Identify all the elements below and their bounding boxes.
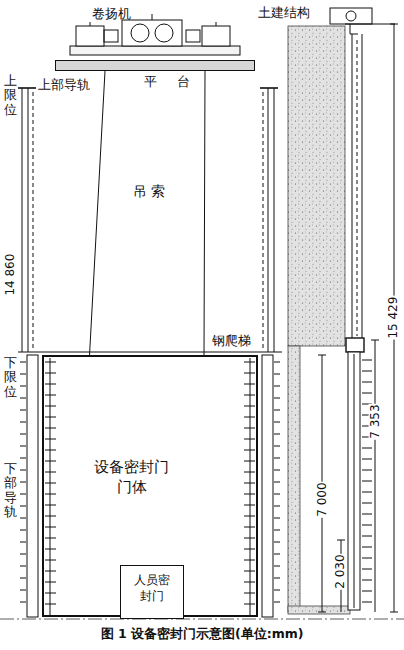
platform: 平 台 (55, 60, 255, 71)
figure-caption: 图 1 设备密封门示意图(单位:mm) (0, 626, 404, 643)
dimension: 14 860 (4, 253, 17, 297)
steel-ladder (45, 358, 255, 615)
dimension: 7 000 (315, 482, 328, 518)
hoist-cable (90, 71, 105, 355)
civil-structure (288, 26, 350, 614)
node-label: 人员密封门 (133, 572, 171, 604)
part-name: 上部导轨 (38, 76, 90, 94)
part-name: 土建结构 (258, 4, 310, 22)
node-label: 设备密封门门体 (92, 457, 172, 498)
part-name: 下部导轨 (4, 462, 17, 519)
node-label: 平 台 (144, 73, 198, 91)
axis-line (0, 619, 404, 620)
part-name: 吊 索 (133, 183, 165, 201)
door-body: 设备密封门门体人员密封门 (42, 355, 258, 617)
dimension: 15 429 (387, 296, 400, 340)
upper-rail (18, 88, 282, 352)
hoist-cable (204, 71, 205, 355)
side-view (318, 8, 398, 612)
dimension: 7 353 (368, 404, 381, 440)
dimension: 2 030 (333, 554, 346, 590)
limit-label: 上限位 (4, 74, 17, 117)
lower-rail (20, 355, 280, 617)
limit-label: 下限位 (4, 356, 17, 399)
part-name: 钢爬梯 (212, 332, 251, 350)
personnel-door: 人员密封门 (120, 565, 184, 619)
part-name: 卷扬机 (92, 5, 131, 23)
